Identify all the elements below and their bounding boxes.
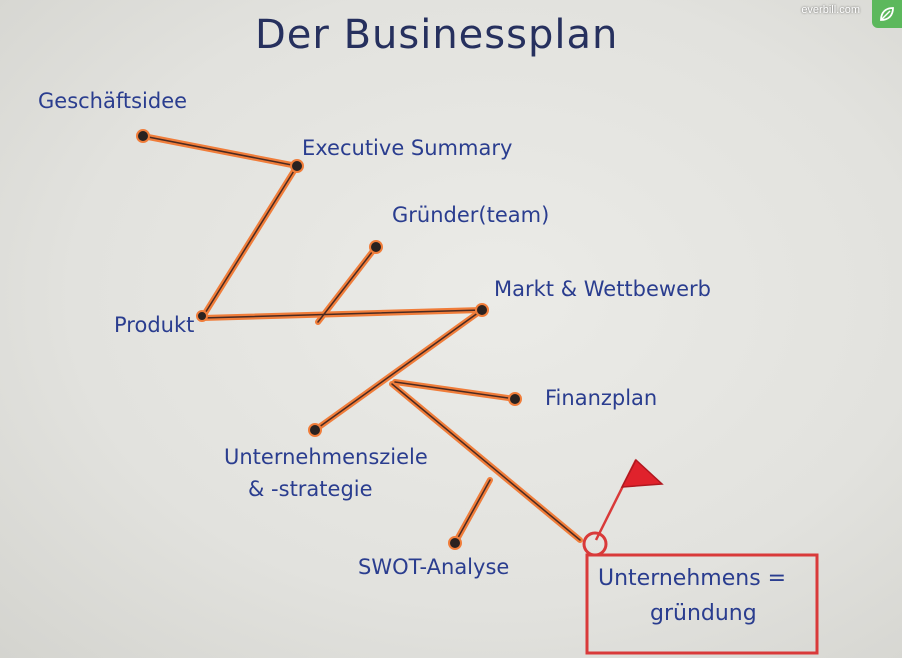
node-dot-gruender <box>369 240 383 254</box>
node-dot-swot <box>448 536 462 550</box>
branch-lines <box>140 133 583 546</box>
goal-flag-icon <box>582 458 664 557</box>
node-dot-finanzplan <box>508 392 522 406</box>
watermark-text[interactable]: everbill.com <box>801 4 860 16</box>
label-markt-wettbewerb: Markt & Wettbewerb <box>494 277 711 301</box>
leaf-logo-icon[interactable] <box>872 0 902 28</box>
goal-line-1: Unternehmens = <box>598 566 786 591</box>
label-executive-summary: Executive Summary <box>302 136 512 160</box>
node-dot-produkt <box>196 310 208 322</box>
goal-ring-icon <box>582 531 608 557</box>
label-finanzplan: Finanzplan <box>545 386 657 410</box>
page-title: Der Businessplan <box>255 12 618 58</box>
label-produkt: Produkt <box>114 313 194 337</box>
node-dot-markt <box>475 303 489 317</box>
branch-core <box>142 135 581 544</box>
goal-box <box>585 553 819 655</box>
label-strategie: & -strategie <box>248 477 373 501</box>
goal-line-2: gründung <box>650 601 757 626</box>
node-dots <box>136 129 522 550</box>
label-geschaeftsidee: Geschäftsidee <box>38 89 187 113</box>
label-unternehmensziele: Unternehmensziele <box>224 445 428 469</box>
node-dot-ziele <box>308 423 322 437</box>
label-swot-analyse: SWOT-Analyse <box>358 555 509 579</box>
node-dot-idee <box>136 129 150 143</box>
node-dot-summary <box>290 159 304 173</box>
label-gruender-team: Gründer(team) <box>392 203 549 227</box>
